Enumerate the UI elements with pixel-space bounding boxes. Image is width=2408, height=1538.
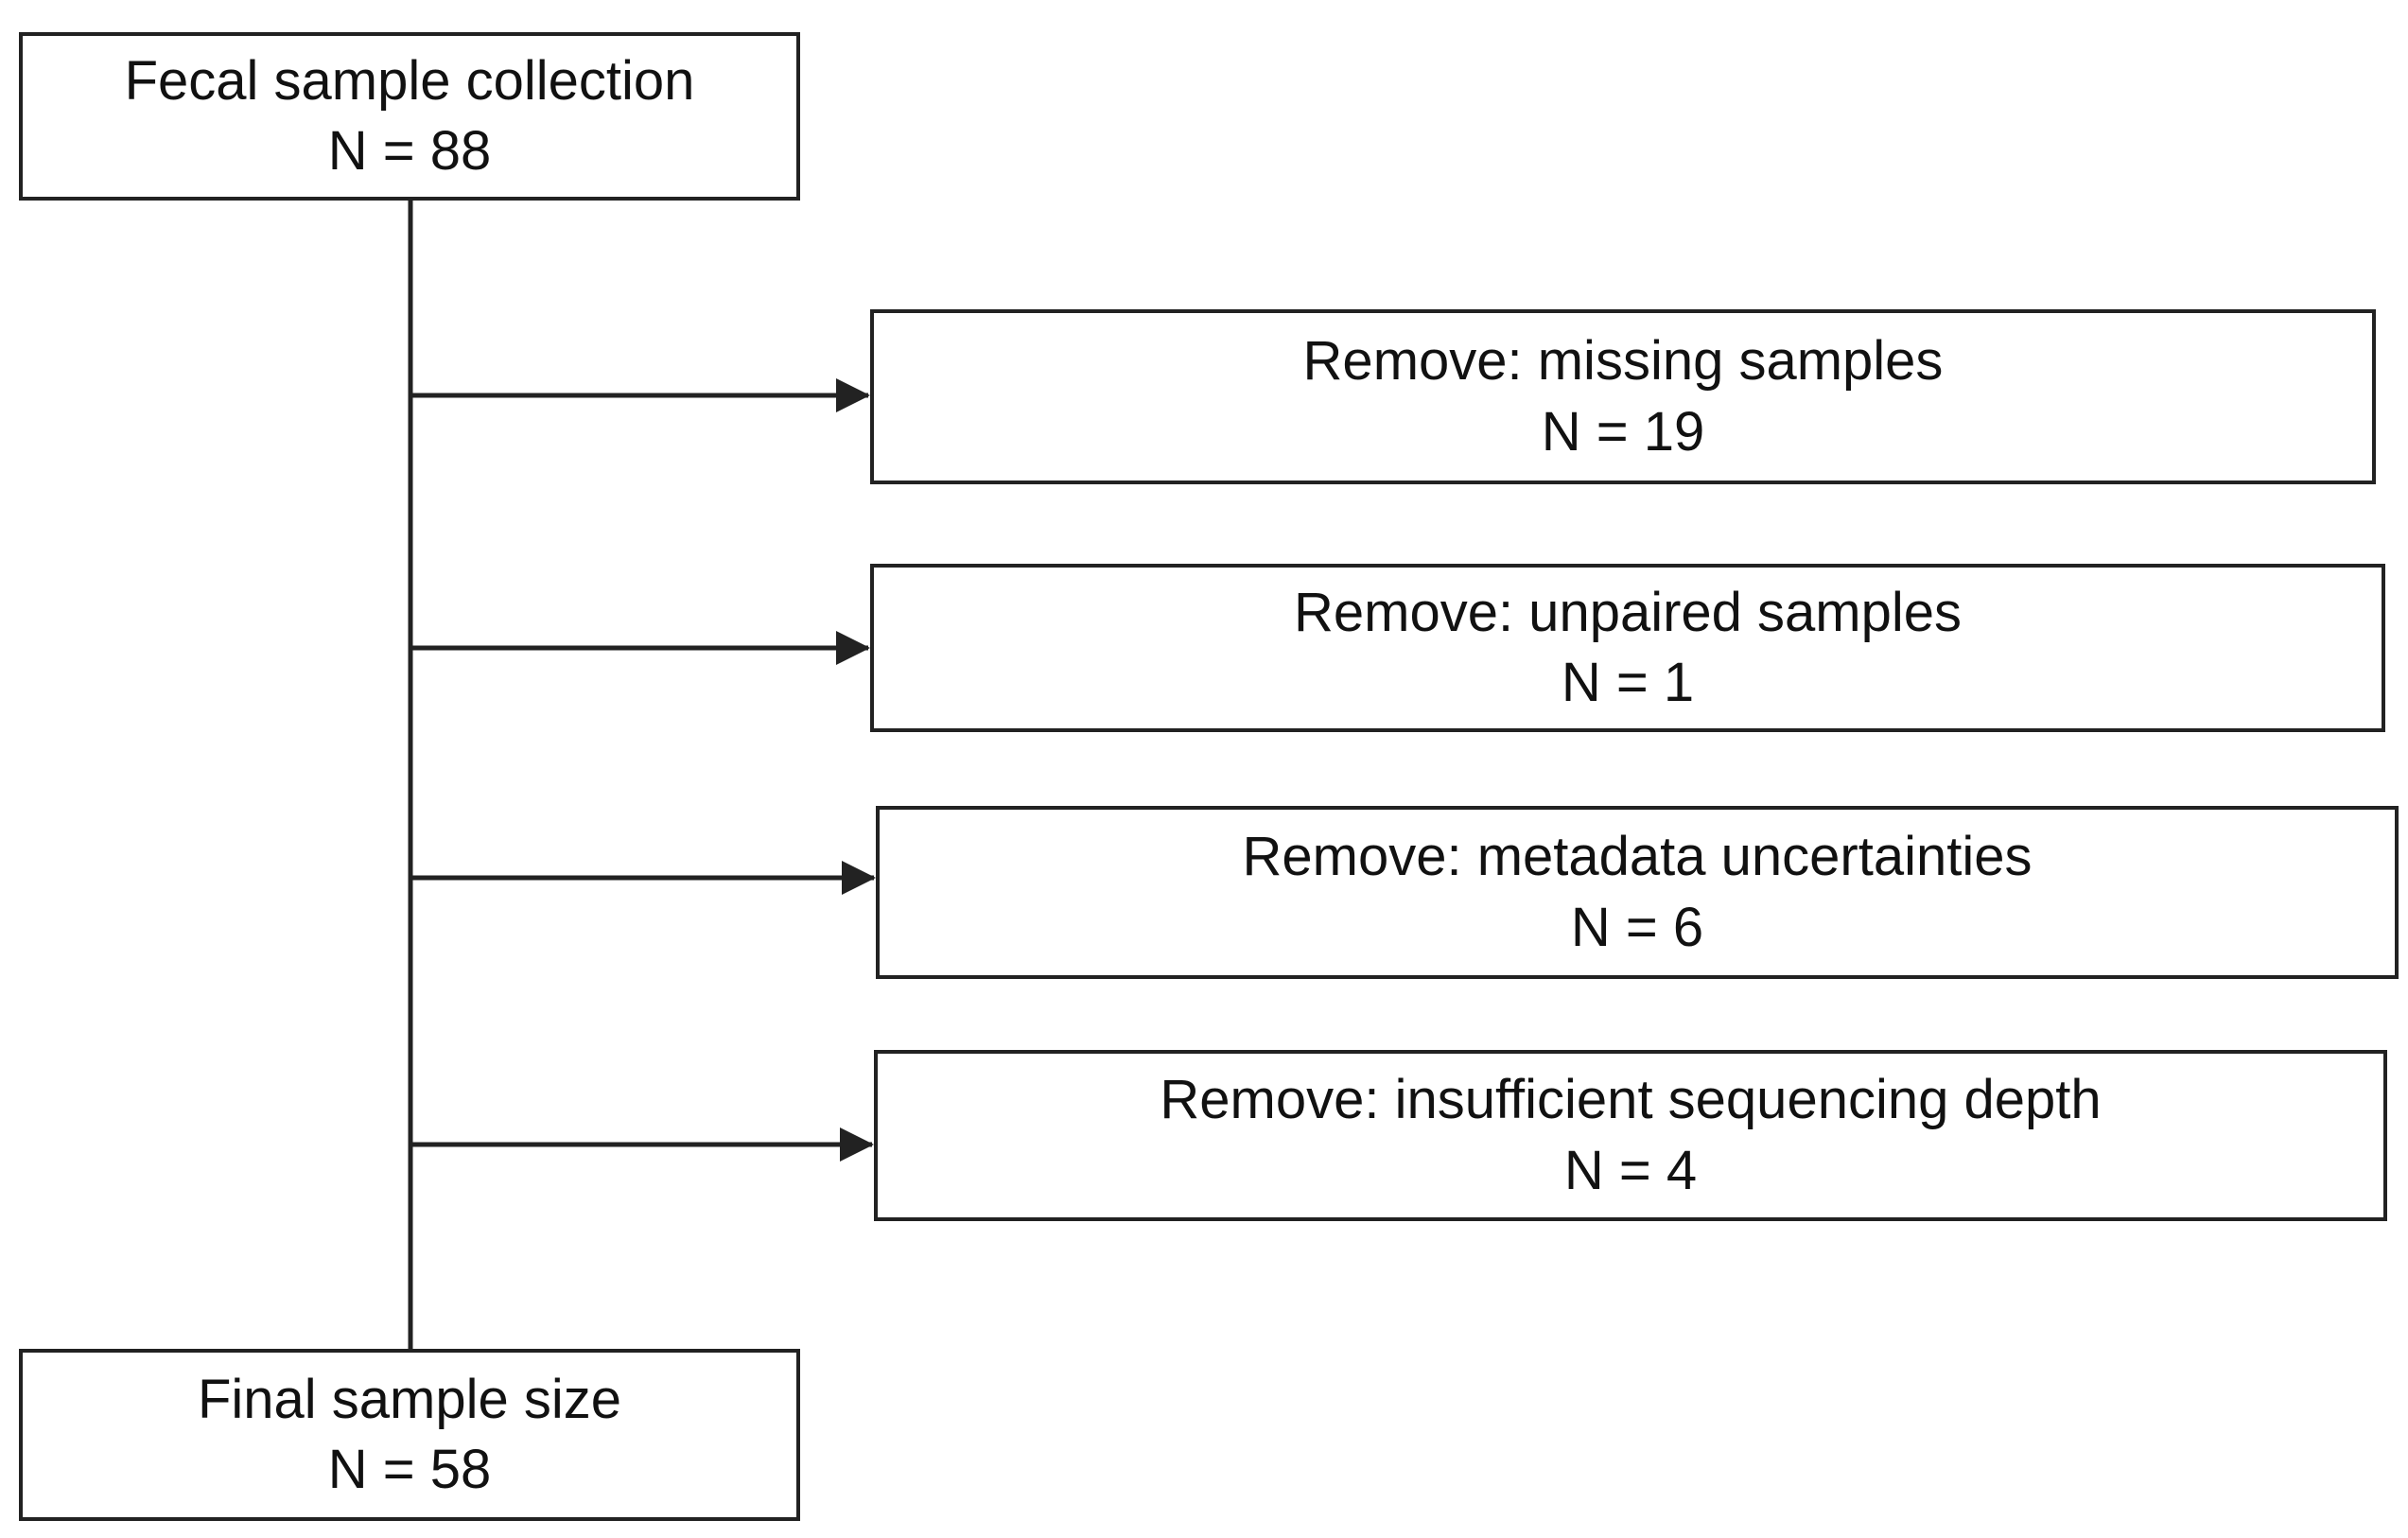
final-label: Final sample size [197,1368,622,1430]
final-count: N = 58 [327,1439,492,1500]
exclusion-box-unpaired-samples: Remove: unpaired samples N = 1 [870,564,2385,732]
start-count: N = 88 [327,120,492,182]
start-box: Fecal sample collection N = 88 [19,32,800,201]
exclusion-label: Remove: missing samples [1302,330,1944,393]
exclusion-box-insufficient-depth: Remove: insufficient sequencing depth N … [874,1050,2387,1221]
final-box: Final sample size N = 58 [19,1349,800,1521]
exclusion-count: N = 19 [1541,400,1705,463]
exclusion-label: Remove: insufficient sequencing depth [1160,1069,2102,1131]
exclusion-box-metadata-uncertainties: Remove: metadata uncertainties N = 6 [876,806,2399,979]
exclusion-box-missing-samples: Remove: missing samples N = 19 [870,309,2376,484]
exclusion-count: N = 4 [1563,1139,1698,1201]
start-label: Fecal sample collection [124,49,695,112]
exclusion-label: Remove: unpaired samples [1293,581,1963,643]
exclusion-label: Remove: metadata uncertainties [1242,826,2033,888]
exclusion-count: N = 6 [1570,896,1704,958]
exclusion-count: N = 1 [1561,652,1695,713]
